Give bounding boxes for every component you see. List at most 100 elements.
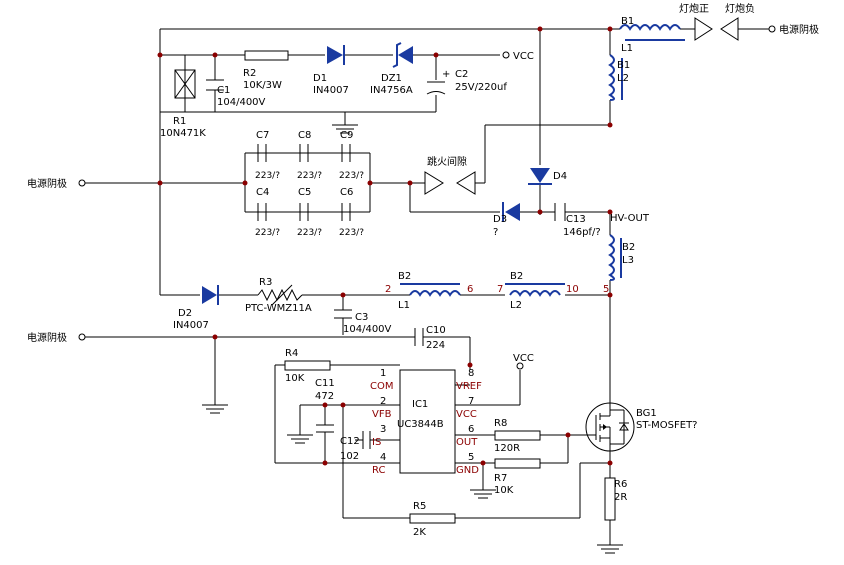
b1-l1-inductor: B1 L1 — [619, 16, 685, 54]
power-out-label: 电源阴极 — [779, 23, 819, 36]
svg-text:UC3844B: UC3844B — [397, 419, 444, 430]
svg-text:OUT: OUT — [456, 437, 478, 448]
svg-text:+: + — [442, 69, 450, 80]
svg-text:6: 6 — [468, 424, 474, 435]
spark-gap: 跳火间隙 — [424, 155, 476, 195]
power-out-terminal — [768, 25, 776, 33]
vcc-ic-terminal — [516, 362, 524, 370]
hv-out-label: HV-OUT — [610, 213, 650, 224]
ground-ic — [287, 434, 313, 444]
svg-text:R8: R8 — [494, 418, 507, 429]
svg-text:5: 5 — [603, 284, 609, 295]
svg-text:10K/3W: 10K/3W — [243, 80, 282, 91]
svg-text:B2: B2 — [510, 271, 523, 282]
svg-text:223/?: 223/? — [255, 171, 280, 181]
svg-text:L2: L2 — [510, 300, 522, 311]
svg-text:GND: GND — [456, 465, 479, 476]
svg-text:C1: C1 — [217, 85, 230, 96]
svg-text:L1: L1 — [621, 43, 633, 54]
svg-text:1: 1 — [380, 368, 386, 379]
svg-text:C11: C11 — [315, 378, 335, 389]
b1-l2-inductor: B1 L2 — [608, 54, 630, 101]
svg-text:PTC-WMZ11A: PTC-WMZ11A — [245, 303, 312, 314]
svg-text:R2: R2 — [243, 68, 256, 79]
capacitor-bank: C7 C8 C9 223/? 223/? 223/? C4 C5 C6 223/… — [245, 130, 364, 238]
svg-text:R1: R1 — [173, 116, 186, 127]
r6-resistor: R6 2R — [604, 477, 627, 521]
svg-text:C3: C3 — [355, 312, 368, 323]
vcc-top-terminal — [502, 51, 510, 59]
svg-text:102: 102 — [340, 451, 359, 462]
r7-resistor: R7 10K — [494, 458, 541, 496]
c1-capacitor: C1 104/400V — [206, 79, 266, 108]
power-in-1-label: 电源阴极 — [27, 177, 67, 190]
svg-text:L2: L2 — [617, 73, 629, 84]
svg-text:104/400V: 104/400V — [343, 324, 392, 335]
svg-text:2: 2 — [385, 284, 391, 295]
svg-text:120R: 120R — [494, 443, 520, 454]
svg-text:10: 10 — [566, 284, 579, 295]
svg-text:146pf/?: 146pf/? — [563, 227, 601, 238]
svg-text:R7: R7 — [494, 473, 507, 484]
svg-text:RC: RC — [372, 465, 385, 476]
c2-capacitor: + C2 25V/220uf — [426, 69, 507, 95]
svg-text:C10: C10 — [426, 325, 446, 336]
ground-bottom — [597, 544, 623, 554]
svg-text:104/400V: 104/400V — [217, 97, 266, 108]
svg-text:C7: C7 — [256, 130, 269, 141]
d2-diode: D2 IN4007 — [173, 285, 219, 331]
svg-text:ST-MOSFET?: ST-MOSFET? — [636, 420, 697, 431]
svg-text:IN4007: IN4007 — [313, 85, 349, 96]
svg-text:IS: IS — [372, 437, 381, 448]
svg-text:VREF: VREF — [456, 381, 482, 392]
r1-varistor: R1 10N471K — [160, 69, 206, 139]
svg-text:D3: D3 — [493, 214, 507, 225]
svg-text:7: 7 — [497, 284, 503, 295]
svg-text:223/?: 223/? — [297, 171, 322, 181]
ground-gnd — [470, 489, 496, 499]
bg1-mosfet: BG1 ST-MOSFET? — [585, 400, 697, 455]
svg-text:VCC: VCC — [456, 409, 477, 420]
dz1-zener: DZ1 IN4756A — [370, 42, 413, 96]
svg-text:C12: C12 — [340, 436, 360, 447]
vcc-ic-label: VCC — [513, 353, 534, 364]
d4-diode: D4 — [528, 168, 567, 185]
svg-text:223/?: 223/? — [339, 171, 364, 181]
d3-diode: D3 ? — [493, 202, 520, 238]
svg-text:2R: 2R — [614, 492, 627, 503]
svg-text:6: 6 — [467, 284, 473, 295]
ic1-uc3844b: IC1 UC3844B 1 COM 2 VFB 3 IS 4 RC 8 VREF… — [370, 368, 482, 476]
c10-capacitor: C10 224 — [414, 325, 446, 351]
svg-text:D2: D2 — [178, 308, 192, 319]
c12-capacitor: C12 102 — [340, 431, 371, 462]
svg-text:D4: D4 — [553, 171, 567, 182]
svg-text:223/?: 223/? — [297, 228, 322, 238]
svg-text:?: ? — [493, 227, 498, 238]
svg-text:C4: C4 — [256, 187, 269, 198]
svg-text:C2: C2 — [455, 69, 468, 80]
svg-text:VFB: VFB — [372, 409, 392, 420]
svg-text:C5: C5 — [298, 187, 311, 198]
svg-text:C13: C13 — [566, 214, 586, 225]
svg-text:4: 4 — [380, 452, 386, 463]
b2-l2-inductor: B2 L2 7 10 5 — [497, 271, 609, 311]
lamp-pos-connector — [694, 17, 713, 41]
svg-text:IN4756A: IN4756A — [370, 85, 413, 96]
svg-text:R5: R5 — [413, 501, 426, 512]
power-in-2-label: 电源阴极 — [27, 331, 67, 344]
r5-resistor: R5 2K — [409, 501, 456, 538]
svg-text:5: 5 — [468, 452, 474, 463]
svg-text:BG1: BG1 — [636, 408, 657, 419]
terminals: VCC VCC 电源阴极 电源阴极 电源阴极 灯炮正 灯炮负 — [27, 2, 819, 370]
svg-text:7: 7 — [468, 396, 474, 407]
svg-text:D1: D1 — [313, 73, 327, 84]
svg-text:B1: B1 — [621, 16, 634, 27]
svg-text:C8: C8 — [298, 130, 311, 141]
svg-text:10N471K: 10N471K — [160, 128, 206, 139]
power-in-1-terminal — [78, 179, 86, 187]
b2-l1-inductor: B2 L1 2 6 — [385, 271, 473, 311]
svg-text:R4: R4 — [285, 348, 298, 359]
svg-text:C6: C6 — [340, 187, 353, 198]
svg-text:2K: 2K — [413, 527, 426, 538]
